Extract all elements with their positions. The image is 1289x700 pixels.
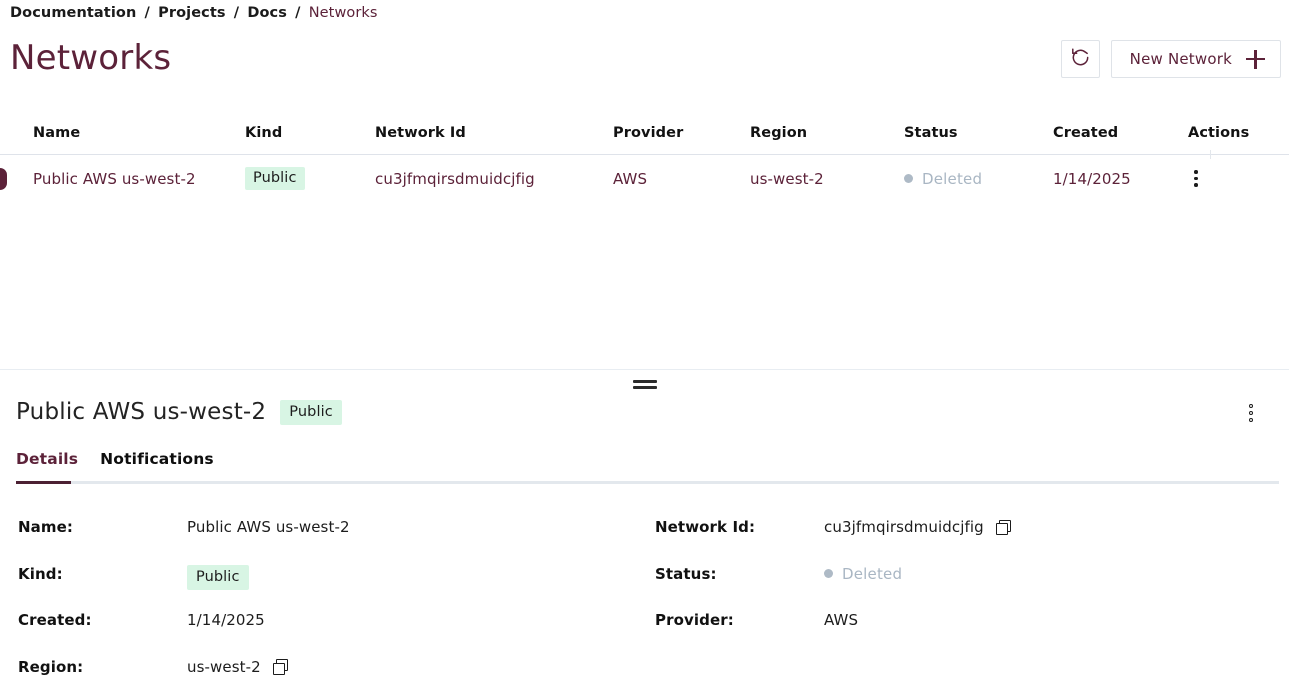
field-row: Region: us-west-2 [0,658,1289,700]
field-label-network-id: Network Id: [655,518,756,536]
panel-divider [0,369,1289,370]
column-header-name[interactable]: Name [33,125,81,141]
column-header-kind[interactable]: Kind [245,125,283,141]
tab-active-indicator [16,481,71,484]
breadcrumb-separator: / [295,5,301,21]
field-value-region-wrap: us-west-2 [187,657,289,676]
breadcrumb-separator: / [233,5,240,21]
field-row: Kind: Public Status: Deleted [0,564,1289,612]
cell-status: Deleted [904,169,1053,188]
breadcrumb-separator: / [144,5,150,21]
cell-actions [1188,166,1278,191]
field-value-network-id: cu3jfmqirsdmuidcjfig [824,518,984,536]
field-label-created: Created: [18,611,92,629]
detail-header: Public AWS us-west-2 Public [0,392,1289,432]
refresh-button[interactable] [1060,40,1100,78]
column-header-status[interactable]: Status [904,125,958,141]
copy-icon[interactable] [995,519,1012,535]
detail-tabs: Details Notifications [0,450,1289,484]
tabs-rule [16,481,1279,484]
status-dot-icon [904,174,913,184]
status-label: Deleted [922,169,983,188]
breadcrumb-item-docs[interactable]: Docs [247,5,287,21]
breadcrumb: Documentation / Projects / Docs / Networ… [10,5,378,21]
field-row: Name: Public AWS us-west-2 Network Id: c… [0,518,1289,565]
column-header-provider[interactable]: Provider [613,125,684,141]
plus-icon [1246,49,1265,69]
networks-table: Name Kind Network Id Provider Region Sta… [0,112,1289,202]
header-actions: New Network [1060,40,1281,78]
cell-kind: Public [245,167,375,190]
cell-name[interactable]: Public AWS us-west-2 [33,169,196,188]
kind-badge: Public [245,167,305,190]
new-network-button[interactable]: New Network [1110,40,1281,78]
page-title: Networks [10,38,172,78]
column-header-created[interactable]: Created [1053,125,1119,141]
breadcrumb-item-projects[interactable]: Projects [158,5,226,21]
column-header-region[interactable]: Region [750,125,808,141]
field-value-network-id-wrap: cu3jfmqirsdmuidcjfig [824,518,1012,536]
field-value-kind: Public [187,564,249,590]
field-row: Created: 1/14/2025 Provider: AWS [0,611,1289,658]
field-label-kind: Kind: [18,564,63,583]
field-label-provider: Provider: [655,611,734,629]
kebab-menu-icon[interactable] [1188,166,1204,191]
actions-column-separator [1210,150,1211,159]
field-value-provider: AWS [824,611,859,629]
column-header-actions: Actions [1188,125,1250,141]
field-label-name: Name: [18,518,73,536]
detail-kebab-menu-icon[interactable] [1243,400,1259,426]
field-label-region: Region: [18,657,84,676]
table-header-row: Name Kind Network Id Provider Region Sta… [0,112,1289,154]
tab-notifications[interactable]: Notifications [100,450,214,468]
status-dot-icon [824,569,833,578]
field-value-created: 1/14/2025 [187,611,265,629]
status-badge: Deleted [904,170,982,188]
detail-panel: Public AWS us-west-2 Public Details Noti… [0,392,1289,700]
cell-created: 1/14/2025 [1053,169,1131,188]
status-badge: Deleted [824,565,902,583]
breadcrumb-item-networks[interactable]: Networks [308,5,378,21]
table-header-divider [0,150,1289,159]
detail-title: Public AWS us-west-2 [16,399,267,425]
field-value-status-wrap: Deleted [824,565,902,583]
breadcrumb-item-documentation[interactable]: Documentation [10,5,137,21]
detail-kind-badge: Public [280,399,342,425]
column-header-network-id[interactable]: Network Id [375,125,466,141]
row-selected-marker [0,167,7,190]
field-value-kind-wrap: Public [187,564,249,590]
cell-network-id: cu3jfmqirsdmuidcjfig [375,169,535,188]
copy-icon[interactable] [272,659,289,675]
new-network-button-label: New Network [1129,50,1232,68]
cell-region: us-west-2 [750,169,824,188]
field-value-name: Public AWS us-west-2 [187,518,350,536]
field-value-status: Deleted [842,564,903,583]
cell-provider: AWS [613,169,648,188]
field-label-status: Status: [655,564,717,583]
detail-fields: Name: Public AWS us-west-2 Network Id: c… [0,518,1289,700]
drag-handle-icon[interactable] [632,380,657,389]
refresh-ccw-icon [1070,47,1091,72]
table-row[interactable]: Public AWS us-west-2 Public cu3jfmqirsdm… [0,155,1289,202]
tab-details[interactable]: Details [16,450,79,468]
field-value-region: us-west-2 [187,657,261,676]
